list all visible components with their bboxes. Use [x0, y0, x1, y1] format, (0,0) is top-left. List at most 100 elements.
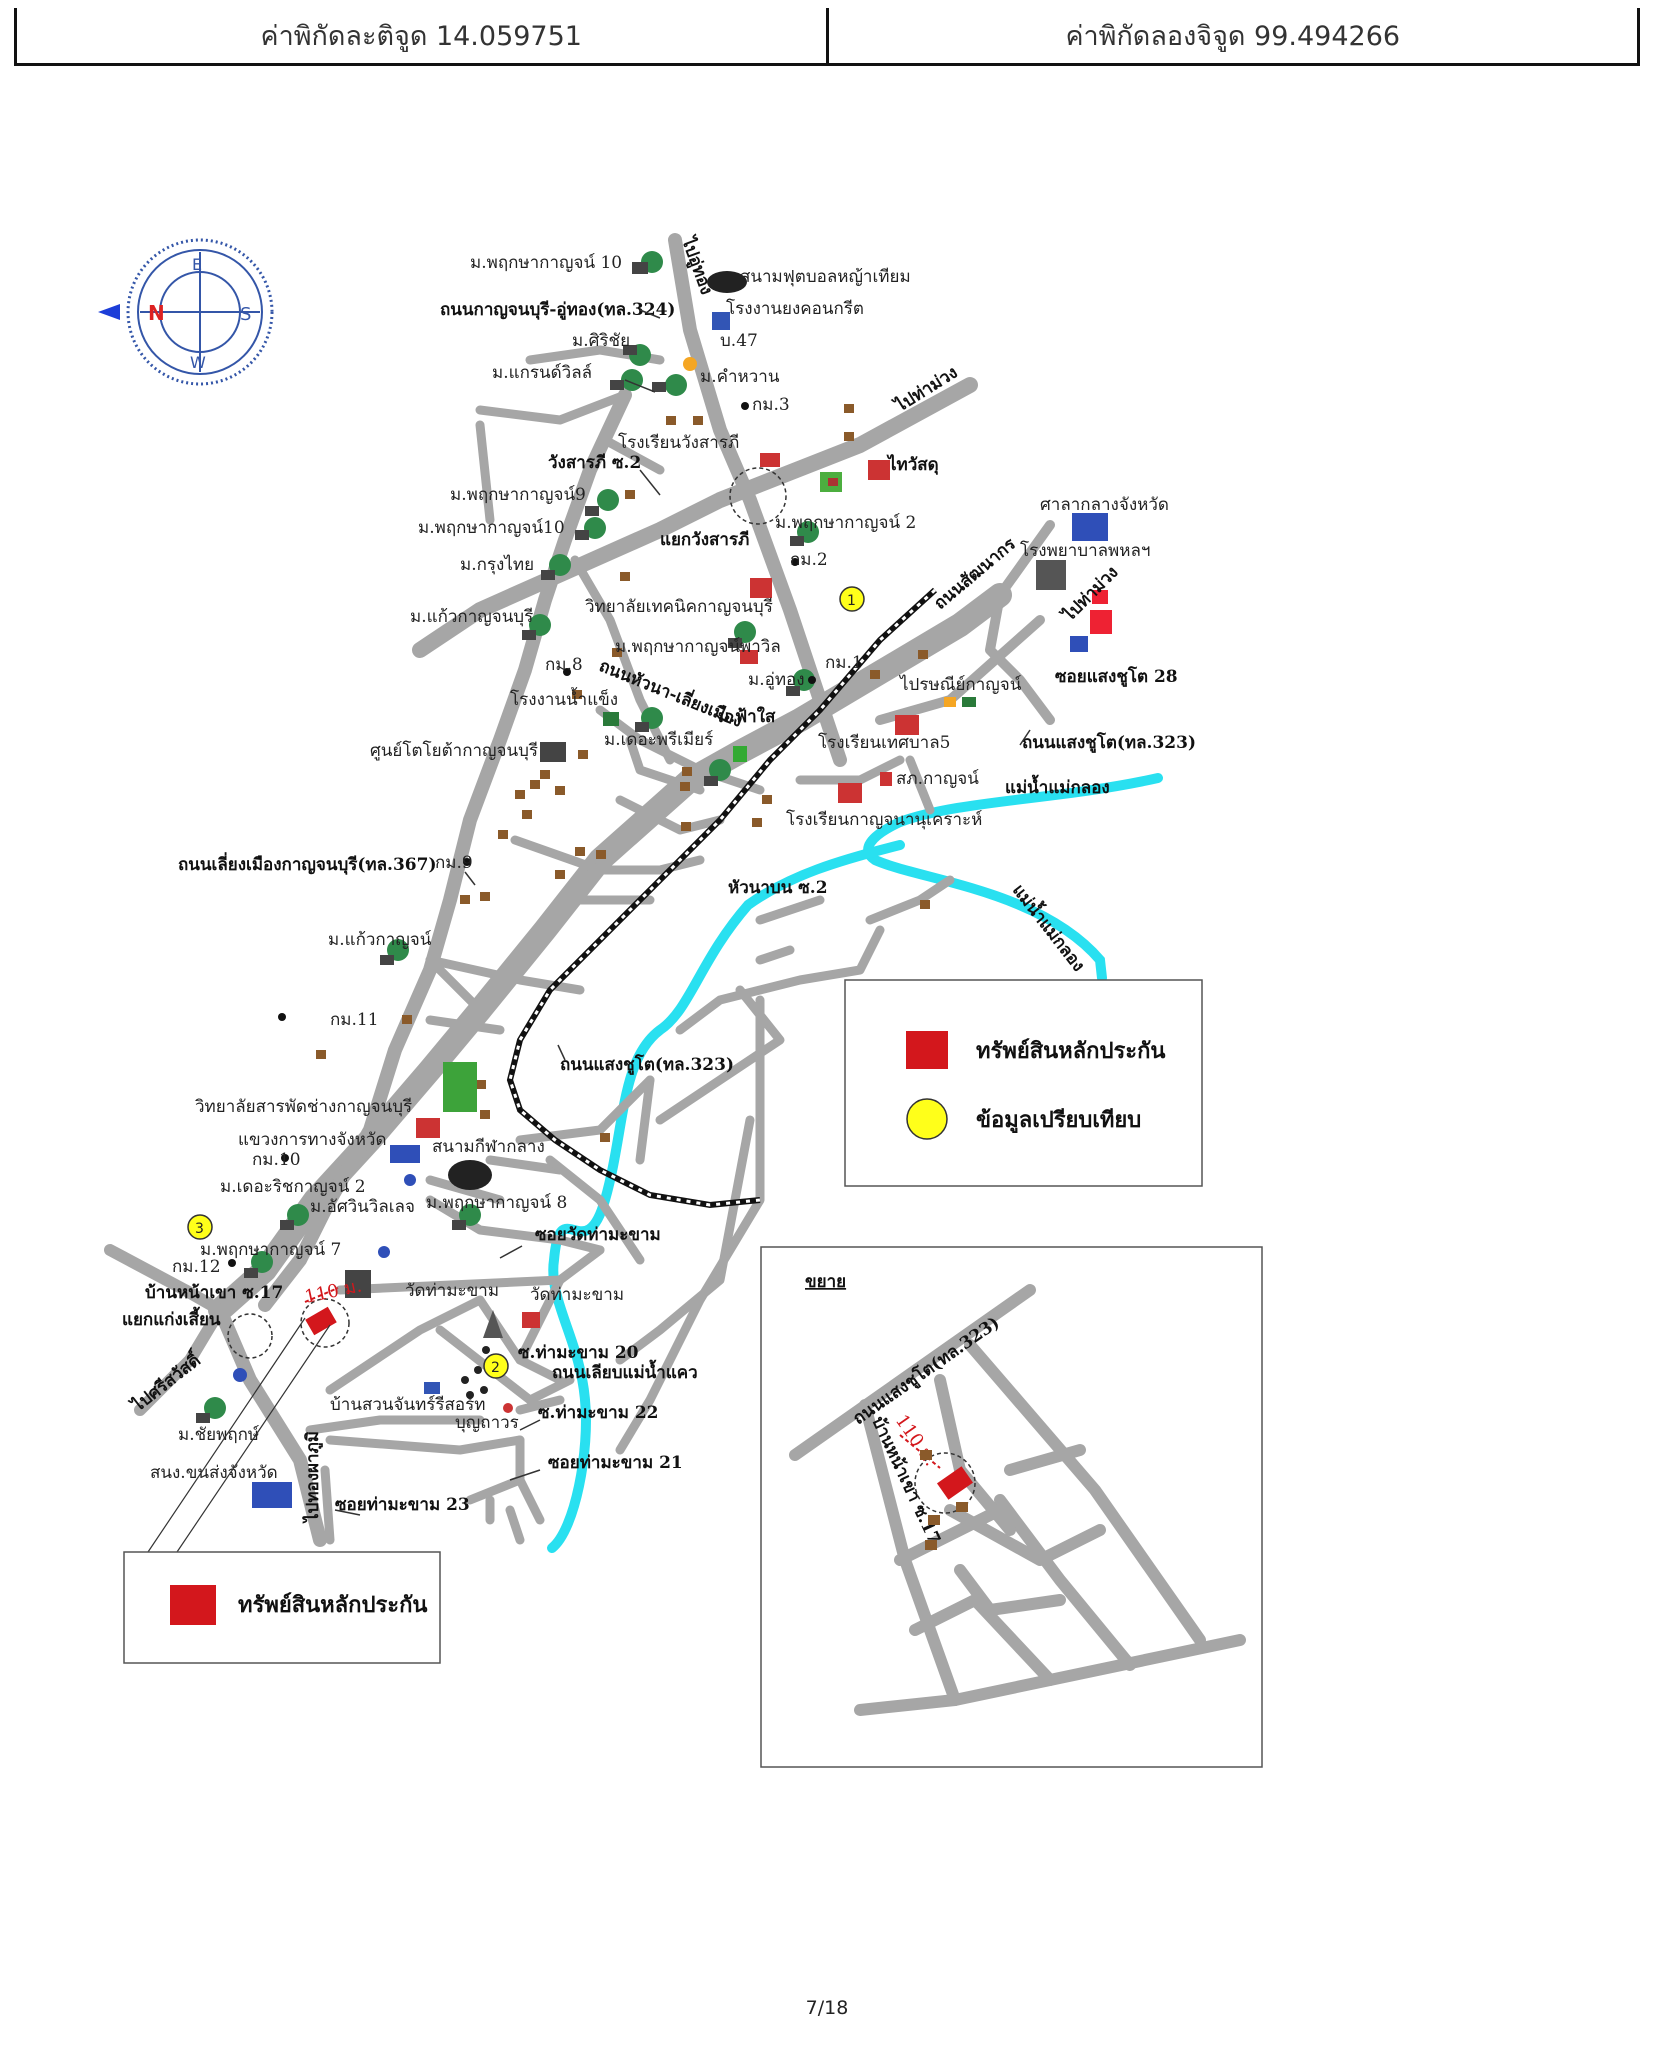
tree-icon	[734, 621, 756, 643]
map-label: ไปศรีสวัสดิ์	[125, 1346, 206, 1417]
map-label: ไปรษณีย์กาญจน์	[898, 674, 1022, 695]
school-icon	[416, 1118, 440, 1138]
transport-office-icon	[252, 1482, 292, 1508]
map-label: วิทยาลัยสารพัดช่างกาญจนบุรี	[195, 1097, 413, 1117]
map-label: กม.3	[752, 395, 790, 415]
legend-small: ทรัพย์สินหลักประกัน	[123, 1551, 441, 1664]
page-number: 7/18	[805, 1997, 849, 2019]
map-label: แยกวังสารภี	[660, 529, 749, 550]
map-label: ไปทองผาภูมิ	[302, 1431, 324, 1524]
flag-icon	[740, 650, 758, 664]
map-label: ม.พฤกษากาญจน์ 2	[775, 513, 916, 533]
office-icon	[1070, 636, 1088, 652]
house-icon	[244, 1268, 258, 1278]
coordinate-table: ค่าพิกัดละติจูด 14.059751 ค่าพิกัดลองจิจ…	[14, 8, 1640, 66]
map-label: ถนนแสงชูโต(ทล.323)	[560, 1054, 734, 1076]
map-label: ม.พฤกษากาญจน์ 8	[426, 1193, 567, 1213]
comparable-number: 2	[491, 1360, 500, 1376]
map-label: โรงเรียนกาญจนานุเคราะห์	[786, 809, 982, 830]
stadium-icon	[707, 271, 747, 293]
house-icon	[380, 955, 394, 965]
map-label: ไทวัสดุ	[886, 454, 939, 475]
property-legend-icon	[906, 1031, 948, 1069]
factory-icon	[603, 712, 619, 726]
compass-north: N	[148, 301, 165, 325]
mail-icon	[962, 697, 976, 707]
inset-map: ขยาย ถนนแสงชูโต(ทล.323) บ้านหน้าเขา ซ.17…	[760, 1246, 1263, 1768]
map-label: สนามกีฬากลาง	[432, 1137, 545, 1157]
comparable-number: 3	[195, 1221, 204, 1237]
latitude-cell: ค่าพิกัดละติจูด 14.059751	[260, 21, 582, 52]
city-hall-icon	[1072, 513, 1108, 541]
big-c-icon	[443, 1062, 477, 1112]
post-icon	[944, 697, 956, 707]
map-label: ศาลากลางจังหวัด	[1040, 495, 1169, 515]
small-house-icons	[316, 404, 930, 1142]
legend-small-property-label: ทรัพย์สินหลักประกัน	[238, 1592, 427, 1618]
map-label: สนง.ขนส่งจังหวัด	[150, 1463, 278, 1483]
map-label: กม.12	[172, 1257, 221, 1277]
km-markers	[228, 402, 816, 1267]
map-label: โรงงานน้ำแข็ง	[510, 687, 618, 710]
hospital-icon	[345, 1270, 371, 1298]
map-label: ซอยแสงชูโต 28	[1055, 666, 1178, 688]
map-label: ไปท่าม่วง	[1057, 562, 1122, 627]
police-icon	[880, 772, 892, 786]
hospital-icon	[1036, 560, 1066, 590]
inset-title: ขยาย	[805, 1272, 846, 1292]
map-label: ถนนแสงชูโต(ทล.323)	[1022, 732, 1196, 754]
map-label: ซอยท่ามะขาม 23	[335, 1495, 470, 1515]
map-label: สภ.กาญจน์	[896, 769, 979, 789]
property-icon	[305, 1306, 337, 1336]
tree-icon	[251, 1251, 273, 1273]
gas-station-icon	[378, 1246, 390, 1258]
legend-main: ทรัพย์สินหลักประกัน ข้อมูลเปรียบเทียบ	[844, 979, 1203, 1187]
comparable-number: 1	[847, 593, 856, 609]
temple-icon	[483, 1310, 503, 1338]
compass-rose: N S E W	[98, 238, 274, 386]
house-icon	[704, 776, 718, 786]
landmark-icons	[233, 271, 1112, 1508]
map-label: ม.เดอะริชกาญจน์ 2	[220, 1177, 366, 1197]
legend-property-label: ทรัพย์สินหลักประกัน	[976, 1038, 1165, 1064]
map-label: ถนนเลียบแม่น้ำแคว	[552, 1359, 698, 1383]
map-label: ม.ฟ้าใส	[718, 706, 776, 727]
longitude-cell: ค่าพิกัดลองจิจูด 99.494266	[825, 8, 1638, 63]
gas-station-icon	[404, 1174, 416, 1186]
house-icon	[635, 722, 649, 732]
house-icon	[585, 506, 599, 516]
map-label: ม.พฤกษากาญจน์ 7	[200, 1240, 341, 1260]
map-label: บ้านสวนจันทร์รีสอร์ท	[330, 1395, 485, 1415]
comparable-legend-icon	[906, 1098, 948, 1140]
map-label: วัดท่ามะขาม	[530, 1285, 624, 1305]
house-icon	[623, 345, 637, 355]
flag-icon	[760, 453, 780, 467]
compass-east: E	[192, 255, 202, 274]
map-label: วัดท่ามะขาม	[405, 1281, 499, 1301]
map-label: แม่น้ำแม่กลอง	[1005, 774, 1110, 798]
map-label: ถนนกาญจนบุรี-อู่ทอง(ทล.324)	[440, 299, 675, 321]
map-label: บุญถาวร	[455, 1413, 519, 1433]
north-arrow-icon	[98, 304, 120, 320]
map-label: ซอยวัดท่ามะขาม	[535, 1225, 661, 1245]
house-icon	[541, 570, 555, 580]
comparable-marker-3	[187, 1214, 213, 1240]
map-label: ม.อัศวินวิลเลจ	[310, 1197, 415, 1217]
house-icon	[452, 1220, 466, 1230]
main-road-323	[208, 583, 1012, 1322]
map-label: บ้านหน้าเขา ซ.17	[145, 1283, 283, 1303]
road-to-sri-sawat	[134, 1304, 226, 1416]
comparable-marker-2	[483, 1353, 509, 1379]
map-label: ม.กรุงไทย	[460, 554, 534, 575]
pin-icon	[683, 357, 697, 371]
tree-icon	[665, 374, 687, 396]
toyota-icon	[1092, 590, 1108, 604]
distance-label: 110 ม.	[303, 1275, 364, 1308]
map-label: ถนนเลี่ยงเมืองกาญจนบุรี(ทล.367)	[178, 852, 437, 875]
map-label: กม.10	[252, 1150, 301, 1170]
stadium-icon	[448, 1160, 492, 1190]
map-label: แขวงการทางจังหวัด	[238, 1130, 387, 1150]
map-label: วังสารภี ซ.2	[548, 452, 641, 473]
map-label: สนามฟุตบอลหญ้าเทียม	[740, 267, 911, 287]
map-label: ซ.ท่ามะขาม 20	[518, 1343, 639, 1363]
